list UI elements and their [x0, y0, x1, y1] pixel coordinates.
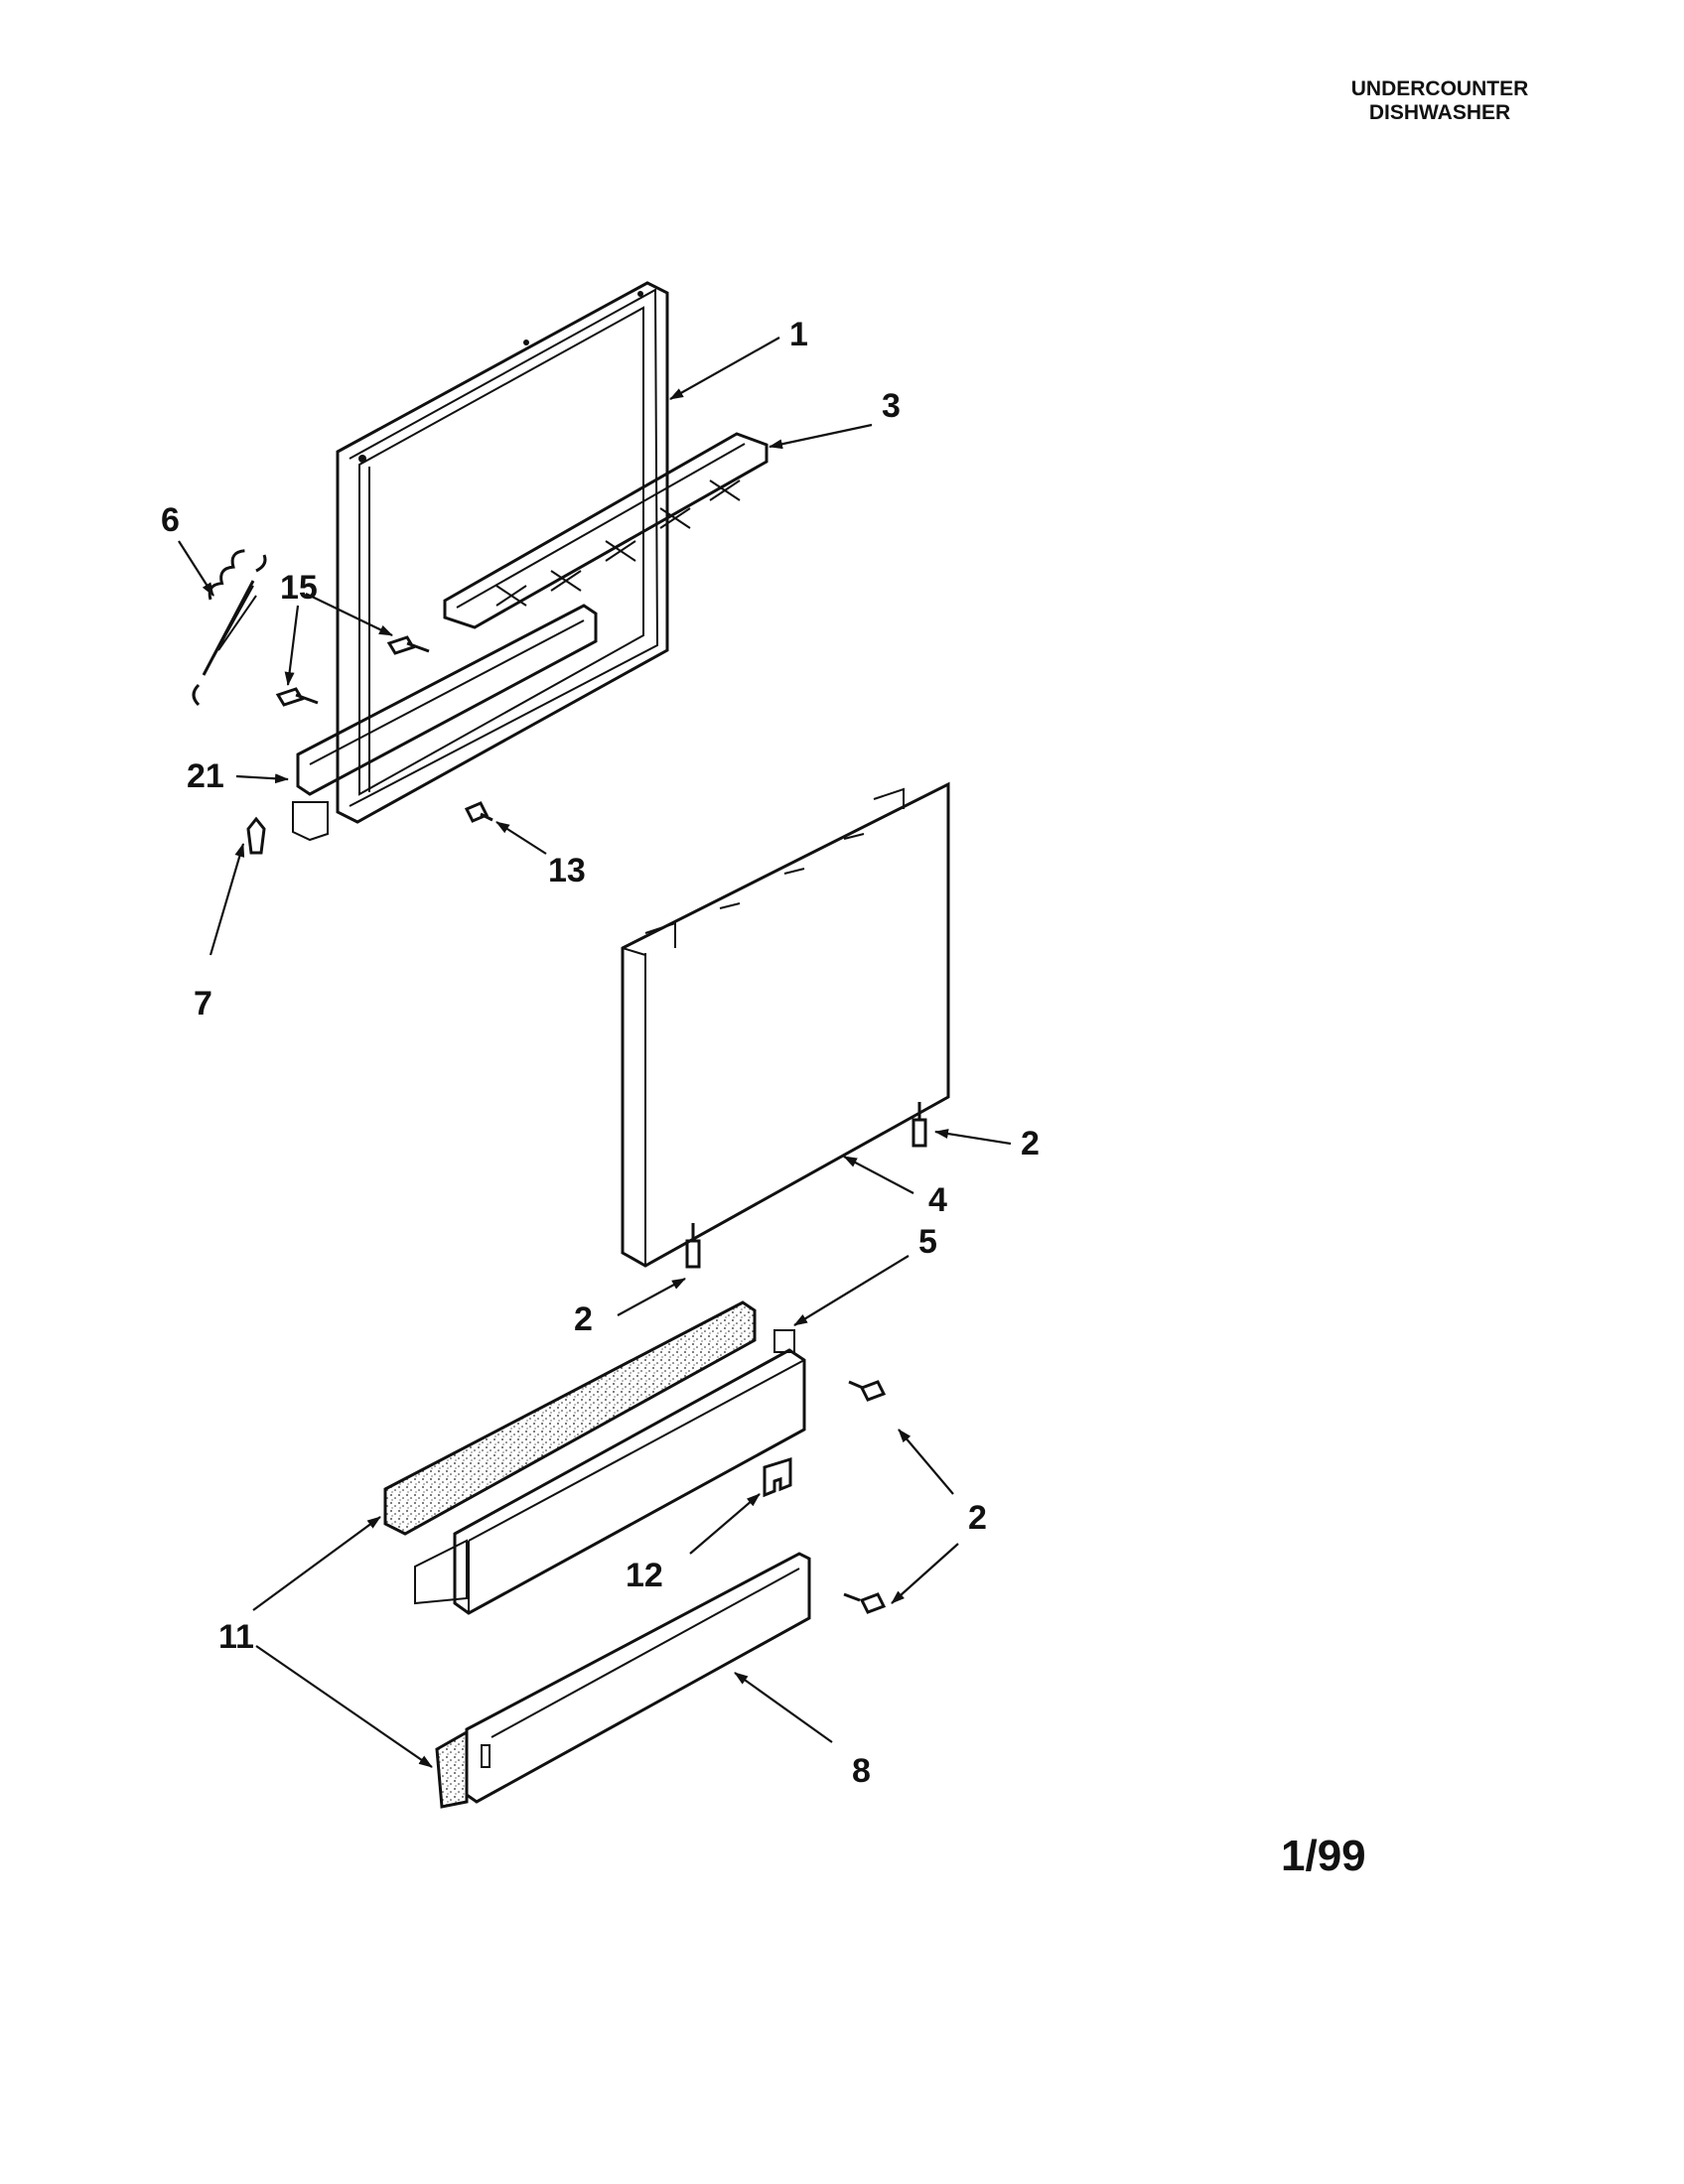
callout-5: 5 — [918, 1223, 937, 1261]
callout-8: 8 — [852, 1752, 871, 1790]
callout-2-panel-left: 2 — [574, 1300, 593, 1338]
date-code: 1/99 — [1281, 1832, 1366, 1880]
part-clip-7 — [246, 816, 266, 855]
part-insulation-upper — [383, 1300, 757, 1536]
part-clip-12 — [763, 1456, 792, 1498]
callout-2-panel-right: 2 — [1021, 1125, 1040, 1162]
callout-12: 12 — [626, 1557, 663, 1594]
header-line-1: UNDERCOUNTER — [1350, 77, 1529, 100]
callout-6: 6 — [161, 501, 180, 539]
callout-3: 3 — [882, 387, 901, 425]
part-bottom-bracket — [292, 604, 598, 842]
callout-15: 15 — [280, 569, 318, 607]
part-screw-2a — [912, 1102, 927, 1148]
part-spring — [192, 549, 267, 707]
callout-1: 1 — [789, 316, 808, 353]
leader-lines — [178, 337, 1012, 1768]
callout-13: 13 — [548, 852, 586, 889]
part-screw-2d — [843, 1592, 887, 1614]
part-door-rail — [443, 432, 769, 629]
part-kick-panel — [414, 1329, 806, 1615]
part-screws-15 — [275, 635, 430, 707]
part-door-panel — [621, 781, 950, 1268]
callout-21: 21 — [187, 757, 224, 795]
part-screw-2b — [685, 1223, 701, 1269]
diagram-header: UNDERCOUNTER DISHWASHER — [1291, 77, 1589, 125]
callout-11: 11 — [218, 1618, 254, 1656]
part-door-frame — [336, 281, 669, 824]
callout-4: 4 — [928, 1181, 947, 1219]
header-line-2: DISHWASHER — [1368, 101, 1511, 124]
part-screw-13 — [464, 801, 493, 823]
part-toe-panel — [435, 1552, 811, 1809]
callout-2-kick: 2 — [968, 1499, 987, 1537]
part-screw-2c — [848, 1380, 887, 1402]
callout-7: 7 — [194, 985, 212, 1023]
